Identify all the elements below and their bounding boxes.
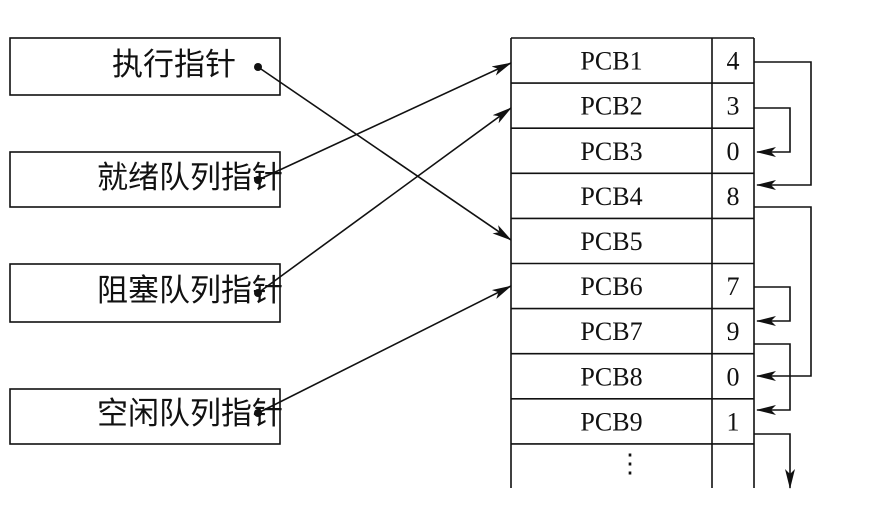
pcb-link-value: 8 bbox=[727, 182, 740, 211]
arrow-running-to-pcb5 bbox=[254, 63, 512, 241]
pointer-box-free: 空闲队列指针 bbox=[9, 388, 283, 445]
pcb-row: PCB1 4 bbox=[511, 47, 754, 84]
link-pcb2-to-pcb3 bbox=[754, 107, 791, 157]
pcb-link-value: 1 bbox=[727, 407, 740, 436]
pcb-row: PCB3 0 bbox=[511, 137, 754, 175]
pcb-row: PCB7 9 bbox=[511, 317, 754, 355]
pcb-link-value: 0 bbox=[727, 362, 740, 391]
pointer-label-blocked: 阻塞队列指针 bbox=[97, 273, 283, 309]
pcb-row: PCB9 1 bbox=[511, 407, 754, 445]
link-arrows bbox=[754, 61, 812, 489]
pointer-label-ready: 就绪队列指针 bbox=[97, 160, 283, 196]
link-pcb9-continues bbox=[754, 433, 795, 489]
pcb-row: PCB2 3 bbox=[511, 92, 754, 129]
pointer-label-free: 空闲队列指针 bbox=[97, 396, 283, 432]
link-pcb6-to-pcb7 bbox=[754, 286, 791, 326]
pcb-row: PCB4 8 bbox=[511, 182, 754, 220]
pcb-link-value: 3 bbox=[727, 92, 740, 121]
pcb-continuation-ellipsis: ⋮ bbox=[617, 449, 643, 478]
pcb-name: PCB1 bbox=[580, 47, 642, 76]
pcb-link-value: 0 bbox=[727, 137, 740, 166]
pcb-name: PCB4 bbox=[580, 182, 642, 211]
pointer-box-frame bbox=[9, 263, 281, 323]
pcb-name: PCB3 bbox=[580, 137, 642, 166]
link-pcb1-to-pcb4 bbox=[754, 61, 812, 190]
pcb-name: PCB2 bbox=[580, 92, 642, 121]
pointer-label-running: 执行指针 bbox=[112, 47, 236, 83]
arrow-ready-to-pcb1 bbox=[254, 62, 512, 184]
pcb-name: PCB8 bbox=[580, 362, 642, 391]
pcb-name: PCB6 bbox=[580, 272, 642, 301]
pointer-box-ready: 就绪队列指针 bbox=[9, 151, 283, 208]
pointer-box-blocked: 阻塞队列指针 bbox=[9, 263, 283, 323]
pointer-box-running: 执行指针 bbox=[9, 37, 281, 96]
pcb-name: PCB7 bbox=[580, 317, 642, 346]
pcb-row: PCB8 0 bbox=[511, 362, 754, 400]
pcb-row: PCB5 bbox=[511, 227, 754, 265]
link-pcb4-to-pcb8 bbox=[754, 206, 812, 381]
link-pcb7-to-pcb9 bbox=[754, 343, 791, 415]
pointer-box-frame bbox=[9, 151, 281, 208]
pcb-link-value: 9 bbox=[727, 317, 740, 346]
arrow-blocked-to-pcb2 bbox=[254, 107, 512, 297]
arrow-free-to-pcb6 bbox=[254, 285, 512, 417]
pointer-box-frame bbox=[9, 37, 281, 96]
pointer-arrows bbox=[254, 62, 512, 417]
pcb-name: PCB5 bbox=[580, 227, 642, 256]
pcb-name: PCB9 bbox=[580, 407, 642, 436]
pcb-link-value: 4 bbox=[727, 47, 740, 76]
pcb-link-value: 7 bbox=[727, 272, 740, 301]
pcb-row: PCB6 7 bbox=[511, 272, 754, 310]
